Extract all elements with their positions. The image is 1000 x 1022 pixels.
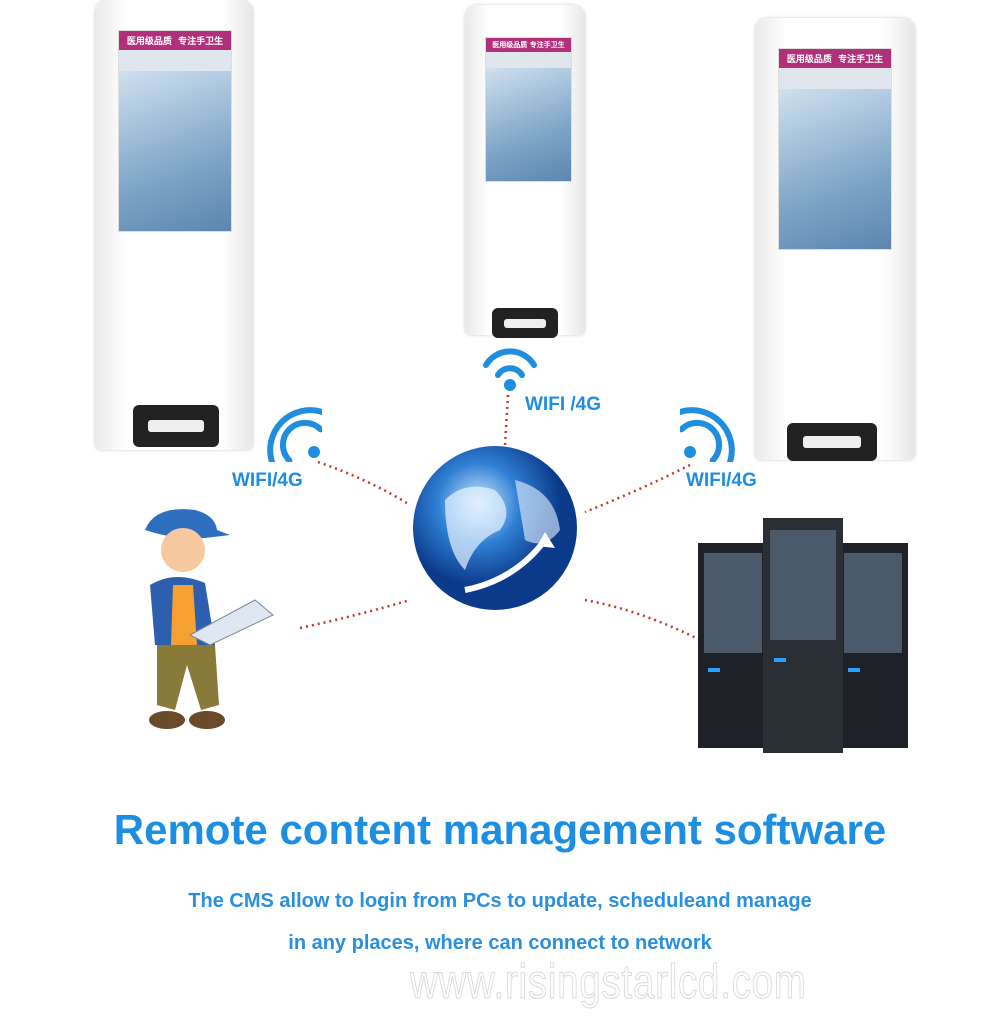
link-right-kiosk [584, 463, 691, 514]
connection-lines [299, 394, 701, 642]
link-user [299, 598, 411, 630]
link-servers [584, 598, 701, 642]
banner-left: 医用级品质 [492, 41, 528, 49]
dispenser-nozzle [787, 423, 877, 461]
kiosk-screen: 医用级品质 专注手卫生 [118, 30, 232, 232]
dispenser-nozzle [492, 308, 558, 338]
globe-icon [413, 446, 577, 610]
wifi-label-left: WIFI/4G [232, 470, 303, 491]
banner-right: 专注手卫生 [178, 37, 224, 47]
kiosk-screen: 医用级品质 专注手卫生 [485, 37, 572, 182]
kiosk-screen: 医用级品质 专注手卫生 [778, 48, 892, 250]
technician-with-laptop [145, 509, 274, 729]
banner-right: 专注手卫生 [529, 41, 565, 49]
watermark: www.risingstarlcd.com [410, 956, 807, 1010]
wifi-label-center: WIFI /4G [525, 394, 601, 415]
screen-banner: 医用级品质 专注手卫生 [119, 31, 231, 50]
banner-left: 医用级品质 [786, 55, 832, 65]
wifi-icon [267, 407, 322, 462]
subtitle-line-2: in any places, where can connect to netw… [288, 932, 712, 954]
screen-photo [486, 68, 571, 181]
screen-banner: 医用级品质 专注手卫生 [486, 38, 571, 52]
banner-left: 医用级品质 [126, 37, 172, 47]
subtitle-line-1: The CMS allow to login from PCs to updat… [188, 890, 812, 912]
kiosk-right: 医用级品质 专注手卫生 [755, 18, 915, 461]
banner-right: 专注手卫生 [838, 55, 884, 65]
kiosk-left: 医用级品质 专注手卫生 [95, 0, 253, 450]
dispenser-nozzle [133, 405, 219, 447]
screen-photo [119, 71, 231, 231]
screen-photo [779, 89, 891, 249]
link-center-kiosk [503, 394, 510, 446]
wifi-icon [483, 348, 537, 391]
server-racks [698, 518, 908, 753]
page-title: Remote content management software [113, 806, 887, 853]
kiosk-center: 医用级品质 专注手卫生 [465, 5, 585, 338]
link-left-kiosk [317, 460, 411, 507]
wifi-label-right: WIFI/4G [686, 470, 757, 491]
wifi-icon [680, 407, 735, 462]
screen-banner: 医用级品质 专注手卫生 [779, 49, 891, 68]
